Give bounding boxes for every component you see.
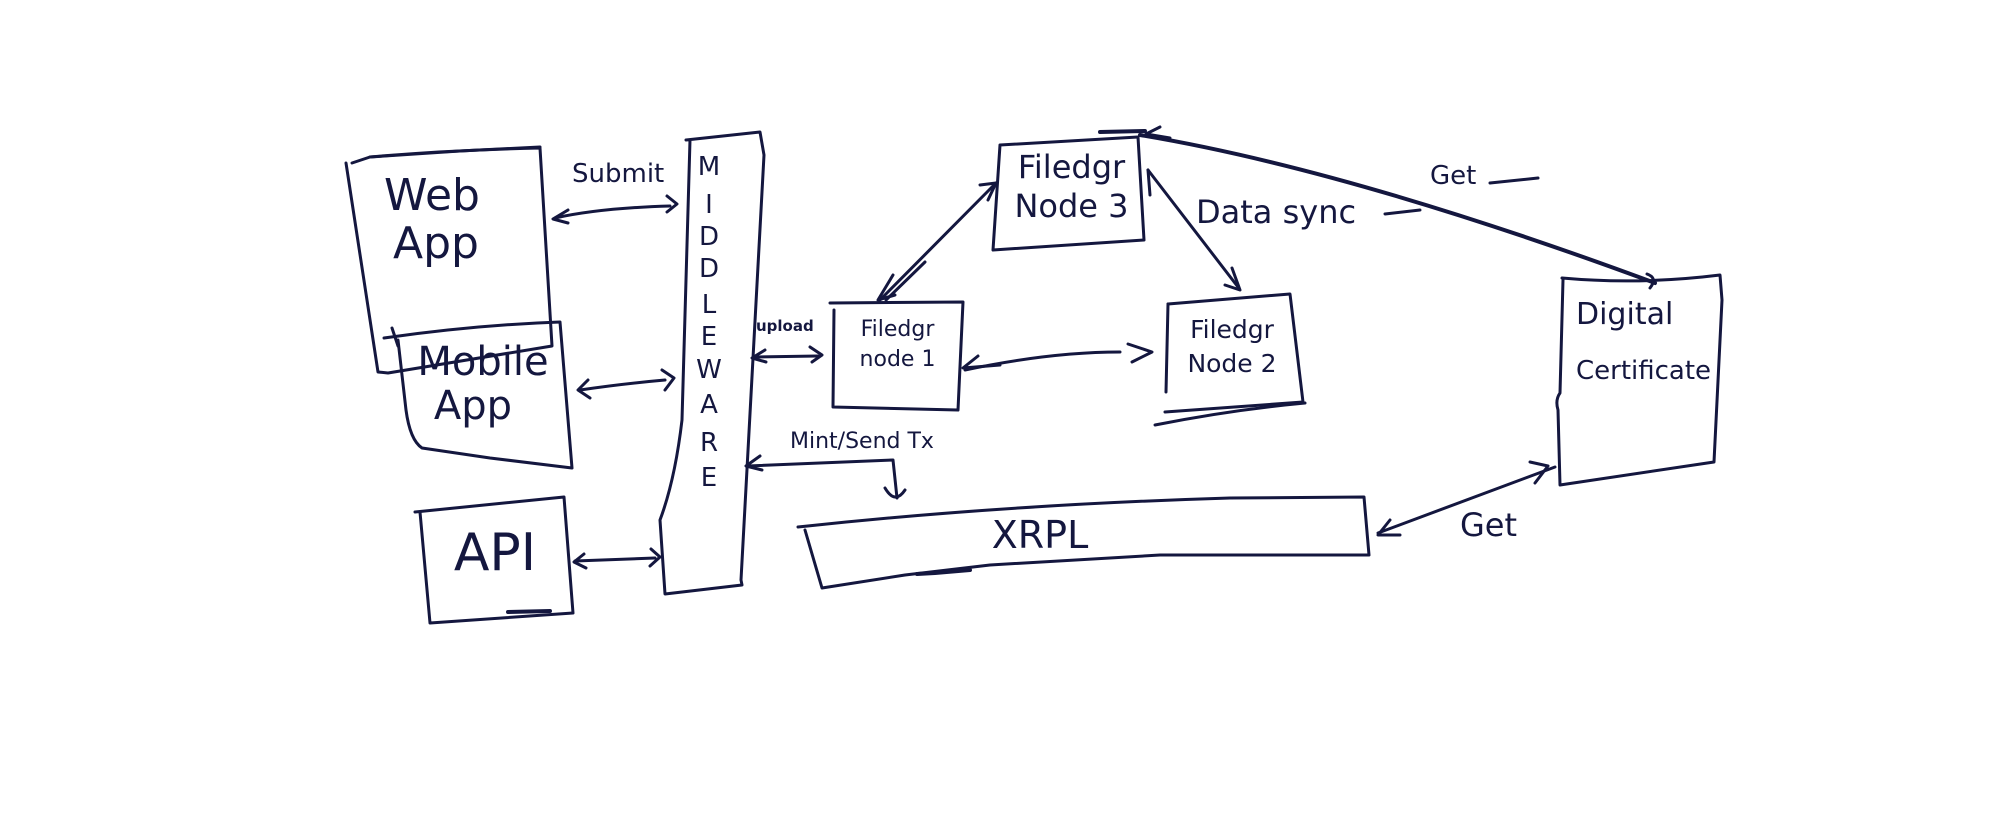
- xrpl-label: XRPL: [970, 513, 1110, 557]
- get-top-underline: [1488, 176, 1540, 185]
- edge-middleware-node1: [750, 345, 824, 364]
- edge-label-mint-send-tx: Mint/Send Tx: [790, 429, 934, 454]
- edge-cert-node3: [1098, 125, 1657, 290]
- edge-cert-xrpl: [1376, 460, 1557, 537]
- node3-line-2: Node 3: [1014, 187, 1129, 226]
- edge-node1-node3: [876, 181, 998, 302]
- node2-line-2: Node 2: [1187, 348, 1277, 378]
- middleware-letter: I: [705, 190, 713, 220]
- mobile-app-line-2: App: [433, 383, 513, 429]
- web-app-line-1: Web: [384, 170, 480, 221]
- filedgr-node-1-label: Filedgr node 1: [840, 317, 955, 373]
- filedgr-node-3-box: [991, 135, 1146, 252]
- edge-middleware-xrpl: [744, 454, 907, 500]
- web-app-label: Web App: [372, 170, 492, 270]
- data-sync-tail: [1383, 208, 1422, 216]
- xrpl-box: [796, 495, 1371, 590]
- middleware-letter: D: [698, 254, 720, 284]
- edge-label-get-top: Get: [1430, 161, 1477, 191]
- middleware-box: [658, 130, 766, 596]
- filedgr-node-1-box: [828, 300, 965, 412]
- middleware-letter: A: [700, 390, 718, 420]
- filedgr-node-2-label: Filedgr Node 2: [1172, 316, 1292, 377]
- digital-certificate-label: Digital Certificate: [1570, 298, 1720, 386]
- edge-mobile-middleware: [576, 368, 676, 400]
- web-app-line-2: App: [393, 218, 479, 270]
- middleware-letter: L: [701, 290, 717, 320]
- filedgr-node-2-box: [1153, 292, 1307, 427]
- mobile-app-box: [382, 320, 574, 470]
- middleware-letter: D: [698, 222, 720, 252]
- edge-label-get-bottom: Get: [1460, 506, 1518, 544]
- filedgr-node-3-label: Filedgr Node 3: [1004, 148, 1139, 226]
- node1-line-1: Filedgr: [860, 317, 935, 342]
- middleware-letter: E: [700, 463, 718, 493]
- edge-label-data-sync: Data sync: [1196, 193, 1357, 231]
- mobile-app-label: Mobile App: [408, 340, 558, 428]
- cert-line-1: Digital: [1576, 297, 1674, 332]
- node1-line-2: node 1: [859, 347, 936, 373]
- digital-certificate-box: [1555, 273, 1724, 487]
- mobile-app-line-1: Mobile: [417, 339, 549, 385]
- edge-label-upload: upload: [756, 317, 814, 335]
- edge-node1-node2: [961, 342, 1154, 372]
- web-app-box: [344, 145, 554, 375]
- cert-line-2: Certificate: [1576, 356, 1712, 386]
- edge-label-submit: Submit: [572, 159, 665, 189]
- api-line-1: API: [453, 523, 537, 583]
- edge-api-middleware: [572, 547, 662, 570]
- middleware-letter: E: [700, 322, 718, 352]
- node3-line-1: Filedgr: [1017, 148, 1126, 186]
- node2-line-1: Filedgr: [1190, 315, 1274, 344]
- xrpl-line-1: XRPL: [991, 513, 1089, 557]
- api-label: API: [440, 523, 550, 583]
- edge-webapp-middleware: [551, 194, 679, 225]
- middleware-letter: R: [699, 428, 719, 458]
- edge-node3-node2: [1146, 168, 1242, 292]
- middleware-letter: M: [697, 152, 721, 182]
- api-box: [413, 495, 575, 625]
- middleware-letter: W: [696, 355, 722, 385]
